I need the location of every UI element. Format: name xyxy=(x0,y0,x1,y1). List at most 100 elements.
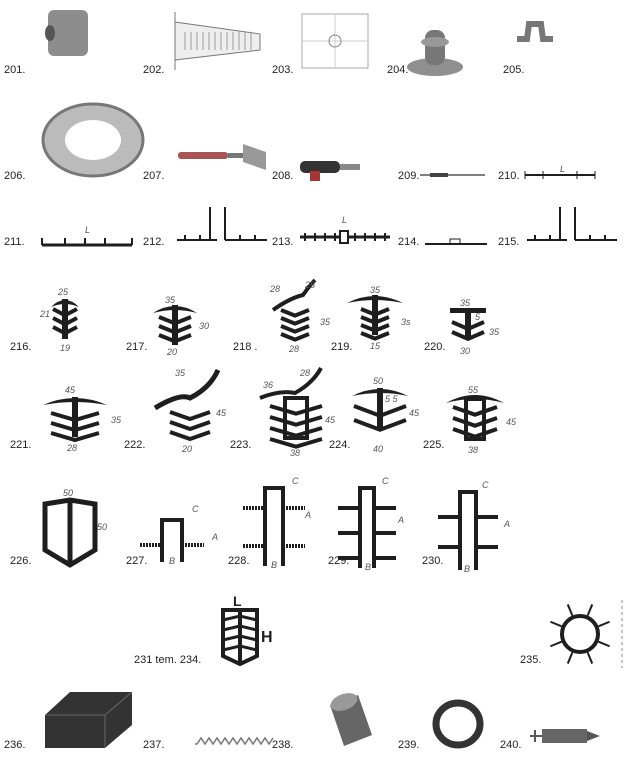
item-number-label: 219. xyxy=(331,341,353,353)
dimension-label: 38 xyxy=(290,448,300,458)
dimension-label: 45 xyxy=(506,417,517,427)
dimension-label: L xyxy=(233,593,242,609)
dimension-label: 35 xyxy=(175,368,186,378)
dimension-label: 28 xyxy=(299,368,310,378)
dimension-label: 45 xyxy=(409,408,420,418)
item-number-label: 239. xyxy=(398,739,420,751)
dimension-label: L xyxy=(560,164,565,174)
item-number-label: 202. xyxy=(143,64,165,76)
dimension-label: 15 xyxy=(370,341,381,351)
product-drawing-lstop xyxy=(525,205,620,245)
product-drawing-lstop xyxy=(175,205,270,245)
dimension-label: A xyxy=(211,532,218,542)
product-drawing-p220: 35 5 35 30 xyxy=(445,298,500,356)
item-number-label: 208. xyxy=(272,170,294,182)
product-drawing-flatsmall xyxy=(425,232,490,247)
dimension-label: 36 xyxy=(263,380,273,390)
item-number-label: 218 . xyxy=(233,341,258,353)
dimension-label: 30 xyxy=(199,321,209,331)
product-drawing-block xyxy=(40,690,135,750)
item-number-label: 240. xyxy=(500,739,522,751)
item-number-label: 235. xyxy=(520,654,542,666)
dimension-label: A xyxy=(397,515,404,525)
item-number-label: 231 tem. 234. xyxy=(134,654,202,666)
dimension-label: A xyxy=(503,519,510,529)
dimension-label: 50 xyxy=(63,488,73,498)
item-number-label: 227. xyxy=(126,555,148,567)
item-number-label: 237. xyxy=(143,739,165,751)
item-number-label: 217. xyxy=(126,341,148,353)
item-number-label: 230. xyxy=(422,555,444,567)
product-drawing-needle xyxy=(420,170,485,180)
item-number-label: 206. xyxy=(4,170,26,182)
product-drawing-strip: L xyxy=(524,164,600,180)
dimension-label: B xyxy=(464,564,470,574)
item-number-label: 212. xyxy=(143,236,165,248)
dimension-label: 20 xyxy=(166,347,177,357)
product-drawing-hammer xyxy=(178,142,268,172)
dimension-label: 28 xyxy=(288,344,299,354)
product-drawing-oring xyxy=(430,698,490,753)
dimension-label: C xyxy=(292,476,299,486)
item-number-label: 203. xyxy=(272,64,294,76)
item-number-label: 222. xyxy=(124,439,146,451)
product-drawing-plate xyxy=(300,12,370,70)
item-number-label: 209. xyxy=(398,170,420,182)
dimension-label: 5 5 xyxy=(385,394,399,404)
dimension-label: 25 xyxy=(304,280,316,290)
item-number-label: 204. xyxy=(387,64,409,76)
product-drawing-flange xyxy=(170,12,265,70)
dimension-label: 35 xyxy=(165,295,176,305)
dimension-label: 45 xyxy=(325,415,336,425)
dimension-label: 55 xyxy=(468,385,479,395)
item-number-label: 225. xyxy=(423,439,445,451)
dimension-label: 35 xyxy=(460,298,471,308)
dimension-label: 35 xyxy=(320,317,331,327)
item-number-label: 221. xyxy=(10,439,32,451)
item-number-label: 229. xyxy=(328,555,350,567)
product-drawing-p218: 28 25 35 28 xyxy=(265,278,335,355)
dimension-label: 30 xyxy=(460,346,470,356)
product-drawing-insulator xyxy=(405,22,465,77)
dimension-label: A xyxy=(304,510,311,520)
item-number-label: 216. xyxy=(10,341,32,353)
product-drawing-syringe xyxy=(530,725,610,747)
item-number-label: 238. xyxy=(272,739,294,751)
product-drawing-bracket xyxy=(515,14,555,59)
dimension-label: 5 xyxy=(475,312,481,322)
product-drawing-p228: C A B xyxy=(237,476,312,570)
product-drawing-center: L xyxy=(300,215,390,245)
product-drawing-p235 xyxy=(548,598,628,670)
dimension-label: 50 xyxy=(373,376,383,386)
dimension-label: 35 xyxy=(489,327,500,337)
product-drawing-roll xyxy=(38,100,148,180)
item-number-label: 228. xyxy=(228,555,250,567)
dimension-label: L xyxy=(342,215,347,225)
product-drawing-flat: L xyxy=(40,225,135,250)
dimension-label: C xyxy=(192,504,199,514)
dimension-label: 28 xyxy=(269,284,280,294)
item-number-label: 224. xyxy=(329,439,351,451)
item-number-label: 223. xyxy=(230,439,252,451)
item-number-label: 214. xyxy=(398,236,420,248)
dimension-label: H xyxy=(261,629,273,646)
dimension-label: B xyxy=(271,560,277,570)
item-number-label: 213. xyxy=(272,236,294,248)
item-number-label: 226. xyxy=(10,555,32,567)
product-drawing-p217: 35 30 20 xyxy=(145,295,210,357)
dimension-label: 40 xyxy=(373,444,383,454)
dimension-label: 45 xyxy=(65,385,76,395)
item-number-label: 207. xyxy=(143,170,165,182)
dimension-label: L xyxy=(85,225,90,235)
dimension-label: 45 xyxy=(216,408,227,418)
product-drawing-heatgun xyxy=(300,156,365,181)
dimension-label: 25 xyxy=(57,287,69,297)
